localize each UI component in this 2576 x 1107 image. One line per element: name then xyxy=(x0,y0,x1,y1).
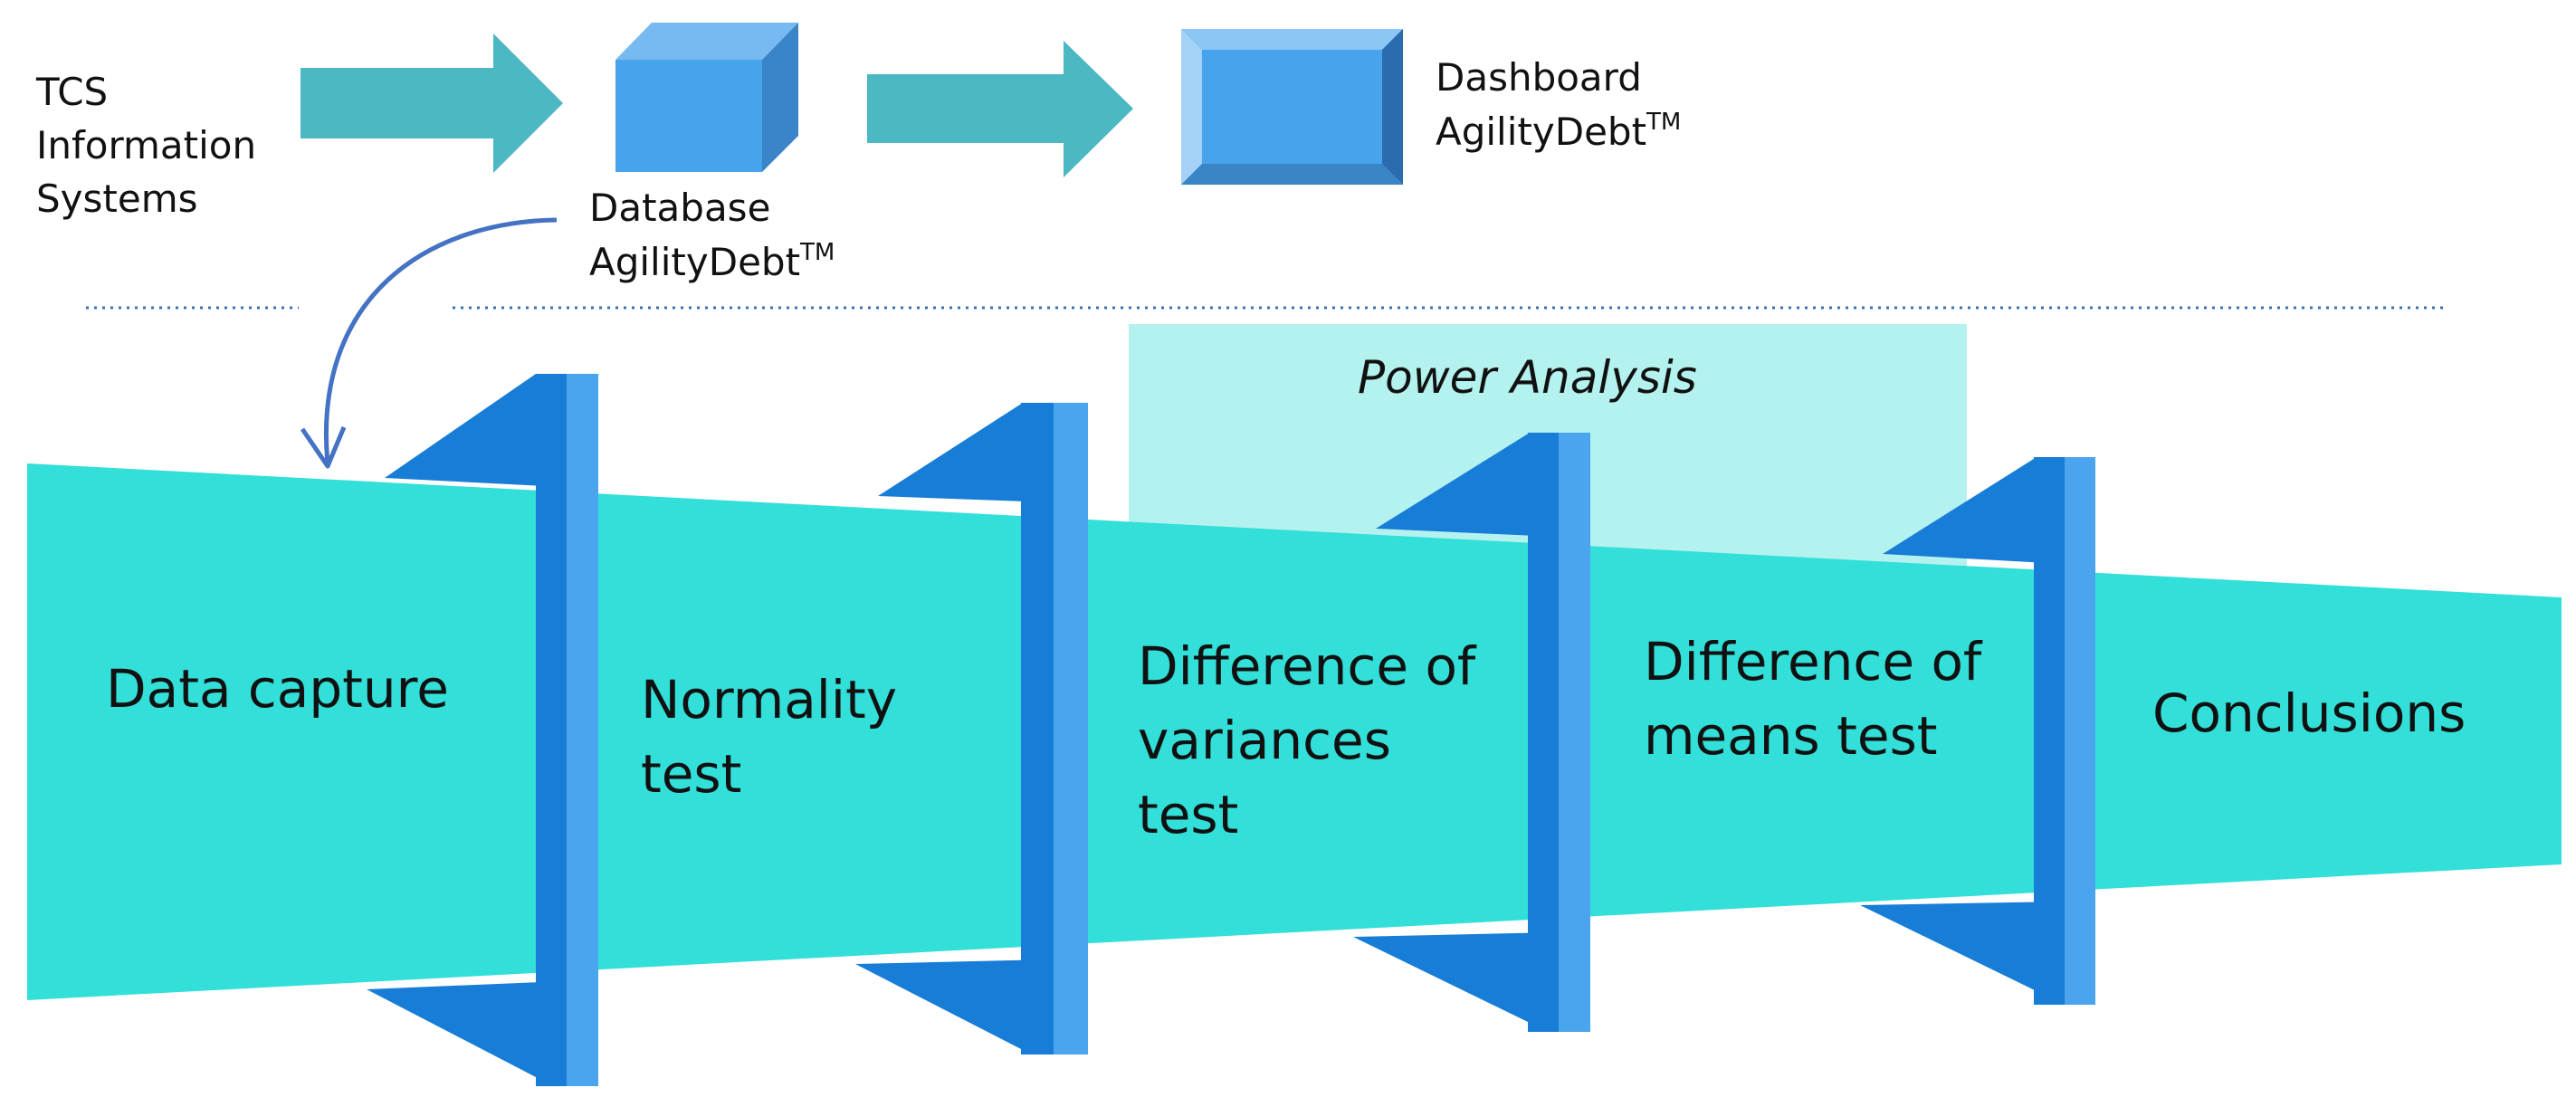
flow-arrow-2 xyxy=(867,41,1133,177)
database-trademark: TM xyxy=(800,239,835,267)
source-systems-label: TCS Information Systems xyxy=(36,65,256,225)
dashboard-box-icon xyxy=(1181,29,1403,185)
stage-label-variances: Difference of variances test xyxy=(1138,629,1475,852)
stage-gate-2 xyxy=(855,403,1088,1055)
dashboard-label-line2: AgilityDebtTM xyxy=(1436,105,1681,159)
curved-arrow-head xyxy=(300,426,347,469)
database-brand: AgilityDebt xyxy=(589,240,801,284)
stage-gate-3 xyxy=(1353,433,1590,1032)
source-line-3: Systems xyxy=(36,177,198,221)
stage-gate-4 xyxy=(1860,457,2095,1005)
curved-arrow xyxy=(324,217,558,464)
flow-arrow-1 xyxy=(301,33,563,173)
stage-5-line-1: Conclusions xyxy=(2152,682,2466,744)
stage-2-line-1: Normality xyxy=(641,669,898,730)
database-label-line2: AgilityDebtTM xyxy=(589,235,835,290)
stage-4-line-2: means test xyxy=(1644,705,1938,767)
dashboard-brand: AgilityDebt xyxy=(1436,110,1647,154)
funnel-band xyxy=(27,463,2562,1000)
stage-gate-1 xyxy=(367,374,598,1086)
stage-label-means: Difference of means test xyxy=(1644,625,1981,773)
database-label-line1: Database xyxy=(589,186,771,230)
stage-1-line-1: Data capture xyxy=(106,658,449,720)
database-cube-icon xyxy=(615,23,798,172)
source-line-1: TCS xyxy=(36,70,109,114)
stage-3-line-1: Difference of xyxy=(1138,635,1476,697)
dashboard-trademark: TM xyxy=(1646,109,1682,137)
stage-4-line-1: Difference of xyxy=(1644,631,1982,692)
power-analysis-label: Power Analysis xyxy=(1358,351,1697,404)
dashboard-label-line1: Dashboard xyxy=(1436,55,1642,100)
stage-2-line-2: test xyxy=(641,743,742,805)
stage-3-line-3: test xyxy=(1138,784,1239,845)
database-label: Database AgilityDebtTM xyxy=(589,181,835,290)
stage-3-line-2: variances xyxy=(1138,710,1391,771)
source-line-2: Information xyxy=(36,123,257,167)
stage-label-data-capture: Data capture xyxy=(106,652,449,726)
stage-label-conclusions: Conclusions xyxy=(2152,676,2466,750)
dashboard-label: Dashboard AgilityDebtTM xyxy=(1436,51,1681,159)
stage-label-normality: Normality test xyxy=(641,663,897,811)
